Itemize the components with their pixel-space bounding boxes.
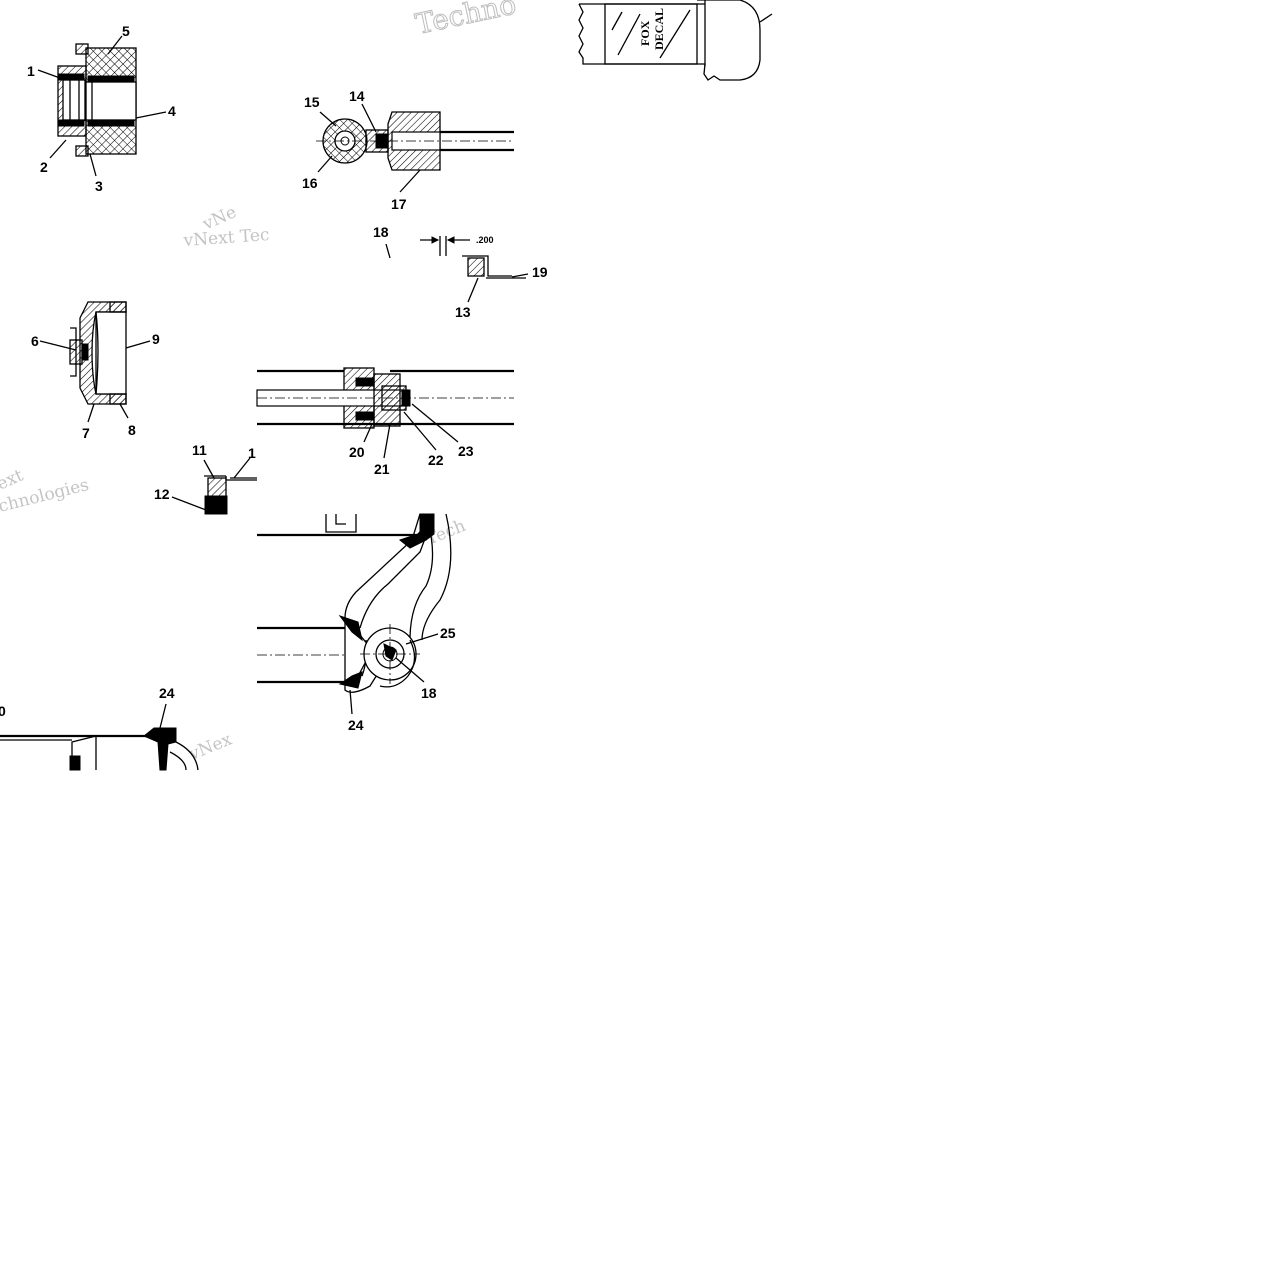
callouts-20-23: 20 21 22 23 — [349, 403, 474, 477]
callout-4: 4 — [168, 103, 176, 119]
callout-25: 25 — [440, 625, 456, 641]
callout-14: 14 — [349, 88, 365, 104]
callout-15: 15 — [304, 94, 320, 110]
callouts-10-12: 11 1 12 — [154, 442, 256, 511]
callouts-bottom: 24 0 — [0, 685, 175, 729]
callout-18-lower: 18 — [421, 685, 437, 701]
reservoir-cap — [69, 301, 127, 405]
callouts-13-19: 18 19 13 — [373, 224, 548, 320]
decal-reservoir: FOX DECAL — [578, 0, 773, 81]
callout-13: 13 — [455, 304, 471, 320]
callout-7: 7 — [82, 425, 90, 441]
callout-11: 11 — [192, 442, 207, 458]
callouts-6-9: 6 7 8 9 — [31, 331, 160, 441]
shaft-eye-assembly — [257, 513, 452, 693]
dimension-label: .200 — [476, 235, 494, 245]
callout-1: 1 — [27, 63, 35, 79]
body-fragment — [0, 727, 199, 771]
seal-head-assembly — [57, 43, 137, 157]
callout-17: 17 — [391, 196, 407, 212]
decal-text-1: FOX — [638, 20, 652, 46]
callout-6: 6 — [31, 333, 39, 349]
callouts-14-17: 15 14 16 17 — [302, 88, 421, 212]
callout-10-left: 0 — [0, 703, 6, 719]
watermark-bottom: vNex — [185, 729, 235, 765]
watermark-top: Techno — [413, 0, 519, 41]
callout-2: 2 — [40, 159, 48, 175]
watermark-mid: vNext Tec — [182, 225, 270, 251]
decal-text-2: DECAL — [652, 8, 666, 50]
callout-8: 8 — [128, 422, 136, 438]
callout-9: 9 — [152, 331, 160, 347]
callout-5: 5 — [122, 23, 130, 39]
callout-20: 20 — [349, 444, 365, 460]
callout-10: 1 — [248, 445, 256, 461]
callouts-18-24-25: 25 18 24 — [348, 625, 456, 733]
callout-12: 12 — [154, 486, 170, 502]
bumper-fragment — [204, 475, 257, 515]
callout-19: 19 — [532, 264, 548, 280]
callout-3: 3 — [95, 178, 103, 194]
callout-22: 22 — [428, 452, 444, 468]
callout-18: 18 — [373, 224, 389, 240]
eyelet-assembly — [316, 111, 514, 171]
callout-24: 24 — [348, 717, 364, 733]
callout-23: 23 — [458, 443, 474, 459]
callout-21: 21 — [374, 461, 390, 477]
callouts-1-5: 1 2 3 4 5 — [27, 23, 176, 194]
piston-assembly — [256, 367, 514, 429]
bumper-detail: .200 — [385, 235, 526, 279]
callout-24-lower: 24 — [159, 685, 175, 701]
callout-16: 16 — [302, 175, 318, 191]
